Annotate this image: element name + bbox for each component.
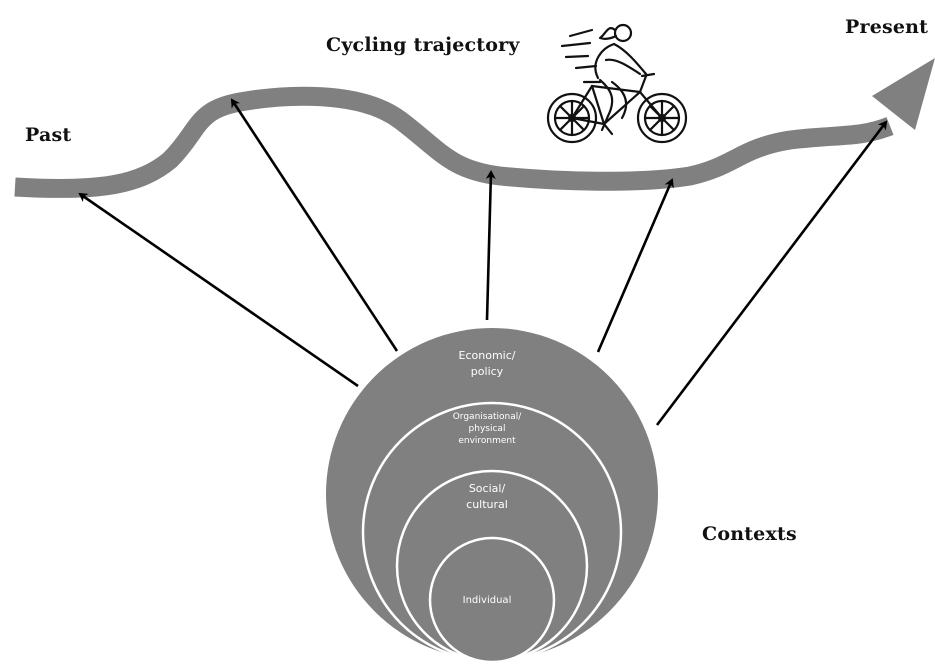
ring-label-line: Individual: [462, 595, 512, 606]
ring-individual: [428, 536, 556, 664]
ring-label-line: Organisational/: [452, 412, 522, 422]
trajectory-path: [14, 86, 894, 198]
ring-label-line: environment: [458, 436, 516, 447]
arrow-to-middle: [485, 170, 496, 321]
ring-label-line: policy: [470, 364, 504, 378]
ring-label-individual: Individual: [420, 594, 554, 609]
past-label: Past: [25, 124, 72, 146]
ring-label-line: physical: [468, 424, 506, 435]
ring-label-organisational: Organisational/ physical environment: [407, 411, 567, 447]
arrow-to-past: [78, 192, 359, 388]
ring-label-line: cultural: [466, 497, 508, 511]
arrow-to-present: [655, 120, 888, 426]
cyclist-icon: [546, 23, 688, 144]
contexts-label: Contexts: [702, 523, 797, 545]
ring-label-line: Social/: [468, 482, 506, 495]
context-circles: [326, 328, 658, 664]
ring-label-social: Social/ cultural: [420, 481, 554, 513]
ring-label-line: Economic/: [458, 349, 516, 362]
trajectory-arrowhead: [872, 58, 935, 130]
diagram-title: Cycling trajectory: [326, 34, 520, 56]
arrow-to-peak: [230, 98, 399, 352]
ring-label-economic: Economic/ policy: [407, 348, 567, 380]
arrow-to-recent: [596, 178, 674, 353]
influence-arrows: [78, 98, 888, 426]
present-label: Present: [845, 16, 929, 38]
